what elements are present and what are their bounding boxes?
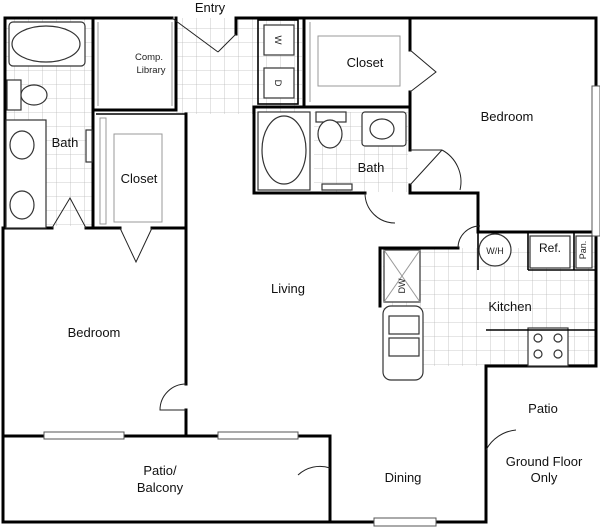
label-comp-library-1: Comp. [135, 52, 163, 63]
label-patio-right: Patio [528, 401, 558, 416]
closet-shelves [97, 22, 401, 225]
windows [43, 85, 600, 527]
label-comp-library-2: Library [136, 65, 165, 76]
label-kitchen: Kitchen [488, 299, 531, 314]
label-patio-balcony-2: Balcony [137, 480, 184, 495]
label-water-heater: W/H [486, 246, 504, 256]
label-washer: W [272, 36, 283, 45]
label-entry: Entry [195, 0, 226, 15]
label-dishwasher: DW [397, 278, 407, 293]
label-refrigerator: Ref. [539, 241, 561, 255]
label-ground-floor-1: Ground Floor [506, 454, 583, 469]
label-bedroom-left: Bedroom [68, 325, 121, 340]
washer-dryer [263, 24, 295, 99]
label-dryer: D [272, 80, 283, 87]
label-dining: Dining [385, 470, 422, 485]
label-closet-top: Closet [347, 55, 384, 70]
doors [51, 17, 517, 476]
label-patio-balcony-1: Patio/ [143, 463, 177, 478]
label-bath-center: Bath [358, 160, 385, 175]
label-pantry: Pan. [578, 241, 588, 260]
label-bedroom-right: Bedroom [481, 109, 534, 124]
label-living: Living [271, 281, 305, 296]
label-closet-left: Closet [121, 171, 158, 186]
bath-center-fixtures [257, 111, 407, 191]
kitchen-fixtures [382, 233, 596, 381]
label-bath-left: Bath [52, 135, 79, 150]
label-ground-floor-2: Only [531, 470, 558, 485]
bath-left-fixtures [5, 21, 93, 229]
